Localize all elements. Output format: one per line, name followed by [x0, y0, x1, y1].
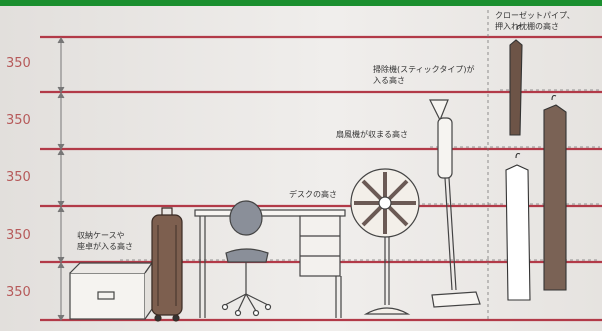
dimension-label: 350	[6, 113, 31, 128]
storage-box-illustration	[69, 261, 154, 320]
suitcase-illustration	[151, 207, 183, 322]
desk-illustration	[194, 209, 346, 318]
dimension-label: 350	[6, 56, 31, 71]
annotation-closet-pipe-2: 押入れ枕棚の高さ	[495, 21, 559, 31]
office-chair-illustration	[221, 200, 272, 317]
dimension-label: 350	[6, 285, 31, 300]
dimension-label: 350	[6, 228, 31, 243]
dimension-scale	[57, 37, 65, 321]
top-border	[0, 0, 602, 6]
dimension-label: 350	[6, 170, 31, 185]
electric-fan-illustration	[350, 168, 420, 315]
annotation-fan: 扇風機が収まる高さ	[336, 129, 408, 139]
closet-clothes-illustration	[505, 24, 567, 301]
stick-vacuum-illustration	[429, 99, 481, 308]
annotation-storage-case-2: 座卓が入る高さ	[77, 241, 133, 251]
annotation-stick-vacuum-2: 入る高さ	[373, 75, 405, 85]
annotation-stick-vacuum-1: 掃除機(スティックタイプ)が	[373, 64, 474, 74]
annotation-storage-case-1: 収納ケースや	[77, 230, 125, 240]
annotation-desk: デスクの高さ	[289, 189, 337, 199]
annotation-closet-pipe-1: クローゼットパイプ、	[495, 10, 575, 20]
